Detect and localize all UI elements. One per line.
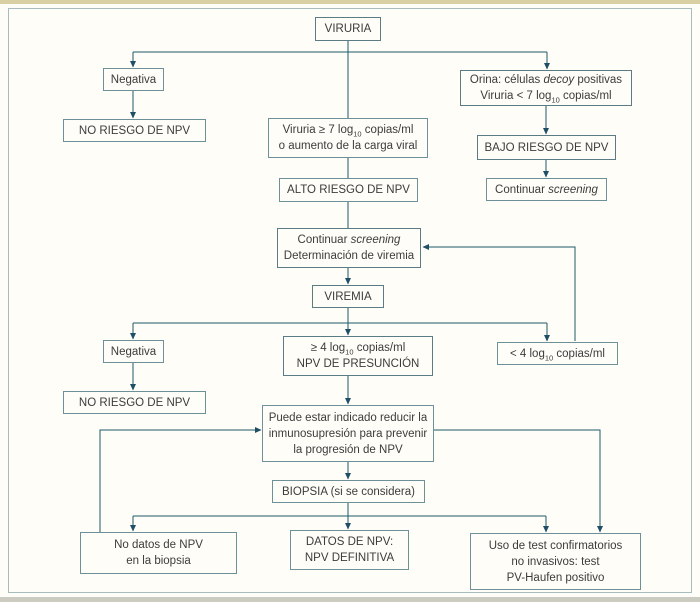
- node-test-confirmatorios: Uso de test confirmatorios no invasivos:…: [470, 533, 641, 590]
- node-line: ≥ 4 log10 copias/ml: [310, 342, 406, 357]
- diagram-frame: [8, 8, 692, 593]
- node-alto-riesgo: ALTO RIESGO DE NPV: [279, 178, 418, 202]
- node-line: Viruria ≥ 7 log10 copias/ml: [282, 124, 414, 139]
- node-label: Negativa: [110, 345, 157, 358]
- node-no-riesgo-2: NO RIESGO DE NPV: [63, 391, 206, 414]
- node-label: BIOPSIA (si se considera): [282, 485, 415, 498]
- scan-edge-top: [0, 0, 700, 4]
- node-line: NPV DEFINITIVA: [304, 552, 395, 564]
- node-line: NPV DE PRESUNCIÓN: [296, 358, 420, 370]
- node-line: < 4 log10 copias/ml: [510, 347, 605, 362]
- node-reducir-inmunosupresion: Puede estar indicado reducir la inmunosu…: [262, 405, 434, 462]
- node-viremia-baja: < 4 log10 copias/ml: [497, 342, 618, 365]
- node-label: NO RIESGO DE NPV: [78, 396, 191, 409]
- node-label: VIRURIA: [324, 23, 372, 35]
- node-no-datos-biopsia: No datos de NPV en la biopsia: [80, 532, 237, 574]
- node-continuar-determinacion: Continuar screening Determinación de vir…: [277, 228, 421, 268]
- node-viruria-alta: Viruria ≥ 7 log10 copias/ml o aumento de…: [268, 118, 428, 158]
- node-no-riesgo-1: NO RIESGO DE NPV: [63, 119, 206, 142]
- node-viruria: VIRURIA: [315, 17, 381, 41]
- node-line: DATOS DE NPV:: [305, 536, 394, 548]
- node-negativa-2: Negativa: [103, 340, 164, 363]
- node-viremia: VIREMIA: [312, 285, 384, 308]
- node-line: Orina: células decoy positivas: [469, 74, 623, 86]
- arrow-viremiabaja-to-screening-loop: [422, 244, 576, 341]
- node-biopsia: BIOPSIA (si se considera): [272, 480, 425, 503]
- scan-edge-bottom: [0, 597, 700, 602]
- node-bajo-riesgo: BAJO RIESGO DE NPV: [477, 135, 616, 160]
- node-orina-decoy: Orina: células decoy positivas Viruria <…: [460, 70, 632, 106]
- line-biopsia-split: [133, 503, 546, 517]
- node-label: ALTO RIESGO DE NPV: [287, 184, 410, 196]
- node-line: No datos de NPV: [114, 539, 203, 551]
- node-label: VIREMIA: [324, 290, 372, 303]
- node-line: o aumento de la carga viral: [278, 140, 418, 152]
- node-datos-npv-definitiva: DATOS DE NPV: NPV DEFINITIVA: [290, 530, 409, 570]
- arrow-reducir-to-testconfirmatorios: [434, 429, 603, 533]
- node-continuar-screening: Continuar screening: [486, 178, 607, 201]
- node-line: Uso de test confirmatorios: [488, 539, 623, 552]
- line-viremia-split: [133, 308, 547, 324]
- node-line: PV-Haufen positivo: [506, 571, 605, 584]
- node-line: Continuar screening: [495, 183, 598, 196]
- node-negativa-1: Negativa: [103, 68, 164, 91]
- node-label: BAJO RIESGO DE NPV: [484, 141, 609, 154]
- node-label: NO RIESGO DE NPV: [78, 124, 191, 137]
- node-line: inmunosupresión para prevenir: [268, 427, 428, 440]
- node-line: Determinación de viremia: [283, 250, 415, 262]
- node-line: Puede estar indicado reducir la: [268, 411, 428, 424]
- arrow-nodatos-to-reducir-loop: [99, 427, 262, 532]
- node-line: Continuar screening: [297, 234, 401, 246]
- node-line: la progresión de NPV: [293, 443, 403, 456]
- node-line: no invasivos: test: [511, 555, 600, 568]
- node-line: Viruria < 7 log10 copias/ml: [480, 90, 612, 105]
- node-label: Negativa: [110, 73, 157, 86]
- node-viremia-alta-presuncion: ≥ 4 log10 copias/ml NPV DE PRESUNCIÓN: [283, 336, 433, 376]
- node-line: en la biopsia: [126, 555, 191, 567]
